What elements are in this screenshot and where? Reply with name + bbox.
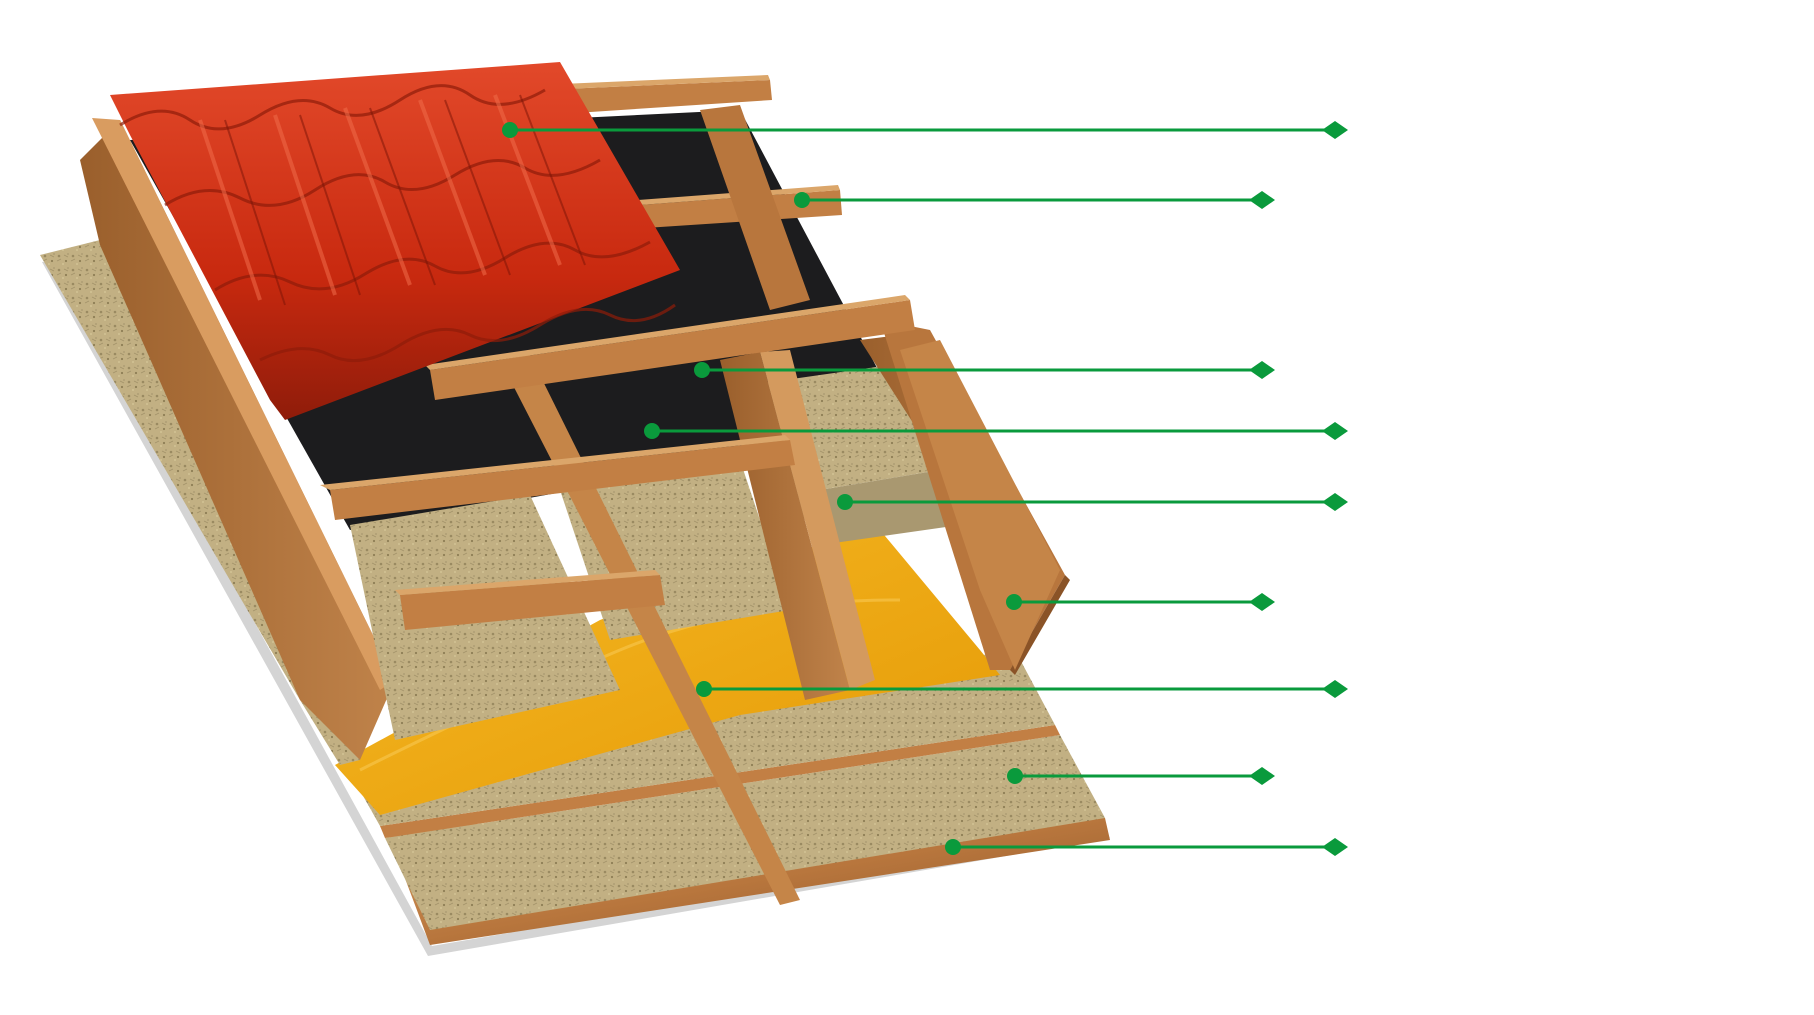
- callout-diamond-marker: [1322, 121, 1348, 139]
- callout-anchor-dot: [502, 122, 518, 138]
- callout-inner-insulation: [1007, 767, 1275, 785]
- callout-diamond-marker: [1249, 191, 1275, 209]
- callout-anchor-dot: [644, 423, 660, 439]
- left-rafter-side: [80, 120, 395, 760]
- callout-mineral-wool-insulation: [837, 493, 1348, 511]
- callout-lines: [502, 121, 1348, 856]
- callout-diamond-marker: [1249, 593, 1275, 611]
- left-rafter-top: [92, 118, 395, 690]
- callout-rafter: [1006, 593, 1275, 611]
- callout-diamond-marker: [1322, 422, 1348, 440]
- callout-diamond-marker: [1322, 680, 1348, 698]
- callout-anchor-dot: [837, 494, 853, 510]
- callout-waterproofing-membrane: [644, 422, 1348, 440]
- callout-diamond-marker: [1322, 493, 1348, 511]
- callout-diamond-marker: [1249, 361, 1275, 379]
- callout-interior-lathing: [945, 838, 1348, 856]
- callout-anchor-dot: [1007, 768, 1023, 784]
- callout-diamond-marker: [1249, 767, 1275, 785]
- callout-anchor-dot: [696, 681, 712, 697]
- callout-vapour-barrier: [696, 680, 1348, 698]
- callout-counter-batten: [794, 191, 1275, 209]
- callout-anchor-dot: [694, 362, 710, 378]
- callout-roof-tiles: [502, 121, 1348, 139]
- rafter-front-face: [900, 340, 1060, 670]
- callout-anchor-dot: [945, 839, 961, 855]
- counter-batten-group: [320, 75, 915, 630]
- callout-anchor-dot: [794, 192, 810, 208]
- callout-diamond-marker: [1322, 838, 1348, 856]
- callout-anchor-dot: [1006, 594, 1022, 610]
- callout-batten: [694, 361, 1275, 379]
- roof-tiles: [110, 62, 680, 420]
- batten-vertical: [700, 105, 810, 310]
